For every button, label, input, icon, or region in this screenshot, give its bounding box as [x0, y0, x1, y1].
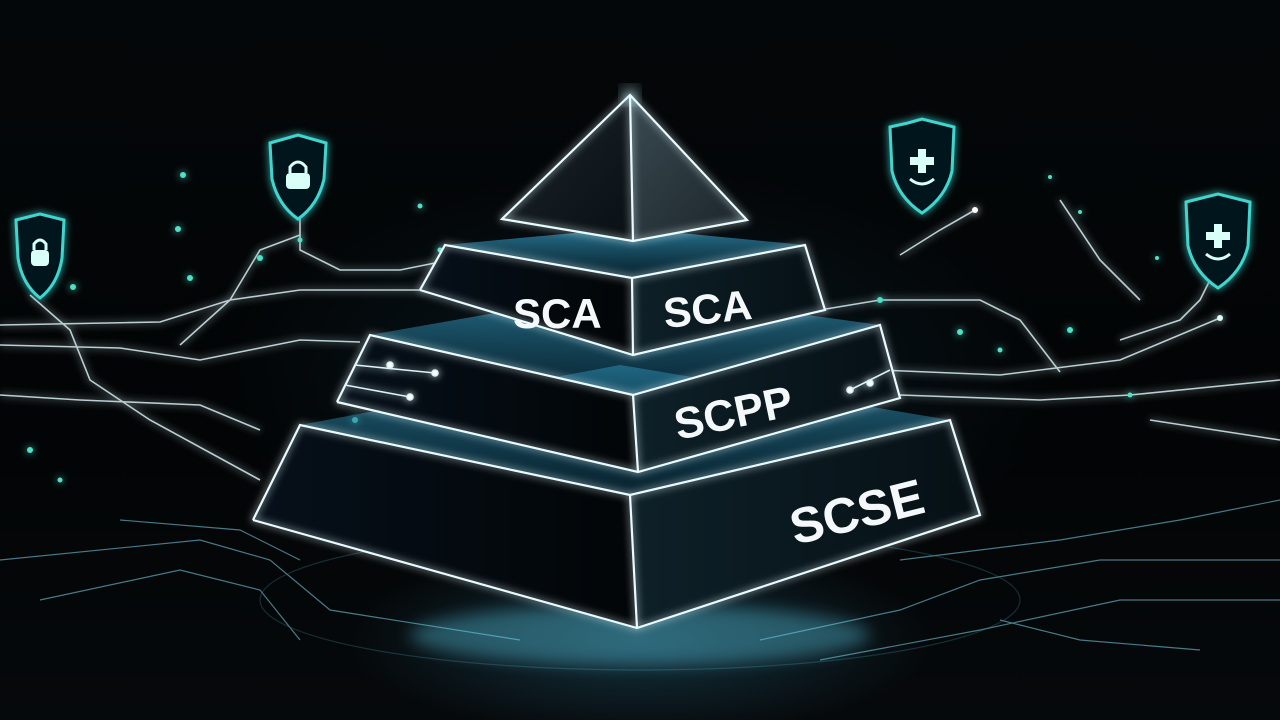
- pyramid-tip: [499, 89, 750, 243]
- lock-shield-icon: [268, 133, 328, 221]
- shield-right-outer: [1184, 192, 1252, 290]
- tier-2-circuit-nodes: [344, 361, 891, 401]
- particles: [27, 172, 1223, 483]
- floor-circuitry: [0, 499, 1280, 671]
- floor-glow: [410, 605, 870, 665]
- medical-cross-shield-icon: [1184, 192, 1252, 290]
- shield-left-inner: [268, 133, 328, 221]
- shield-right-inner: [888, 117, 956, 215]
- medical-cross-shield-icon: [888, 117, 956, 215]
- tier-1-right-label: SCA: [661, 281, 754, 337]
- lock-shield-icon: [14, 212, 66, 300]
- tier-1-left-label: SCA: [513, 290, 602, 337]
- shield-left-outer: [14, 212, 66, 300]
- pyramid-tier-1: SCA SCA: [419, 228, 827, 357]
